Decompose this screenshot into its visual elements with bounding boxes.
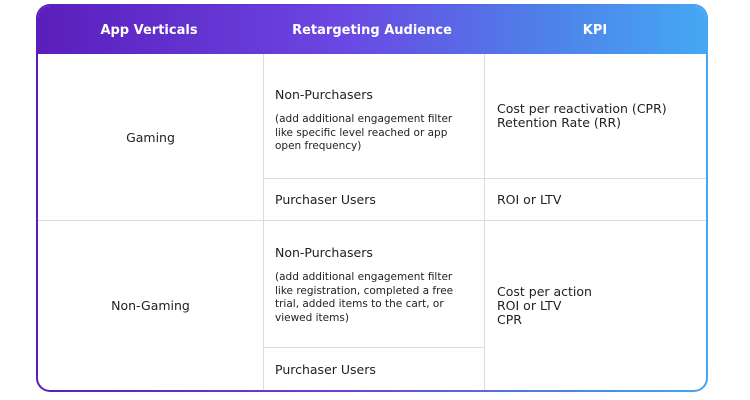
audience-title: Purchaser Users [275,361,376,377]
kpi-item: ROI or LTV [497,192,562,207]
audience-purchasers: Purchaser Users [264,179,484,220]
header-kpi: KPI [582,22,608,38]
row-divider [38,220,706,221]
audience-non-purchasers: Non-Purchasers (add additional engagemen… [264,54,484,178]
audience-table: App Verticals Retargeting Audience KPI G… [36,4,708,392]
header-app-verticals: App Verticals [100,22,198,38]
table-body: App Verticals Retargeting Audience KPI G… [38,6,706,390]
column-divider [484,54,485,390]
kpi-item: Retention Rate (RR) [497,115,622,130]
kpi-item: Cost per reactivation (CPR) [497,101,667,116]
kpi-item: Cost per action [497,283,592,299]
audience-note: (add additional engagement filter like r… [275,271,454,324]
kpi-item: CPR [497,311,522,327]
row-divider [263,178,706,179]
kpi-non-purchasers: Cost per reactivation (CPR) Retention Ra… [497,54,704,178]
row-divider [263,347,484,348]
vertical-gaming: Gaming [126,129,175,145]
table-header: App Verticals Retargeting Audience KPI [38,6,706,54]
audience-title: Purchaser Users [275,192,376,207]
audience-purchasers: Purchaser Users [264,348,484,390]
table-row: Gaming [38,54,263,220]
header-retargeting-audience: Retargeting Audience [292,22,452,38]
column-divider [263,54,264,390]
audience-non-purchasers: Non-Purchasers (add additional engagemen… [264,221,484,347]
audience-title: Non-Purchasers [275,87,373,102]
audience-note: (add additional engagement filter like s… [275,113,453,152]
audience-title: Non-Purchasers [275,245,373,260]
vertical-non-gaming: Non-Gaming [111,298,190,313]
kpi-purchasers: ROI or LTV [497,179,704,220]
table-row: Non-Gaming [38,221,263,390]
kpi-non-gaming: Cost per action ROI or LTV CPR [497,221,704,390]
kpi-item: ROI or LTV [497,297,562,313]
